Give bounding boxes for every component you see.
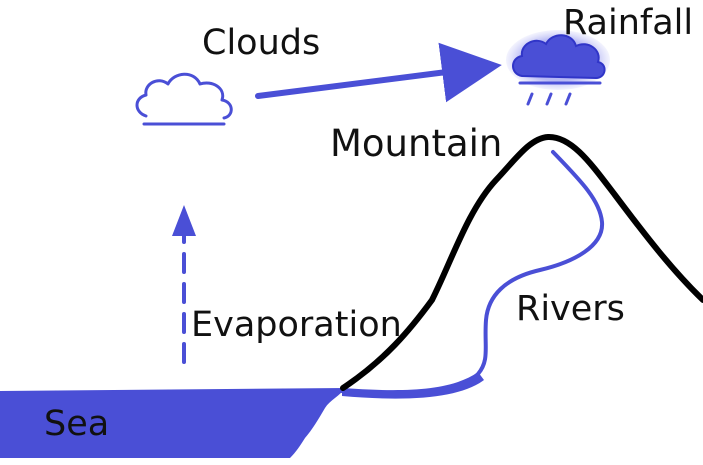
rainfall-label: Rainfall [563,3,694,43]
sea-label: Sea [44,404,110,444]
clouds-label: Clouds [202,23,321,63]
evaporation-arrowhead [172,205,196,236]
rain-cloud-icon [506,30,610,106]
cloud-outline-icon [135,72,233,126]
mountain-outline [340,133,703,391]
rivers-label: Rivers [516,289,625,329]
mountain-label: Mountain [330,122,503,165]
arrow-clouds-to-rainfall [255,42,502,103]
sea-shape [0,388,345,458]
river-mouth [342,372,484,399]
evaporation-label: Evaporation [191,305,402,345]
